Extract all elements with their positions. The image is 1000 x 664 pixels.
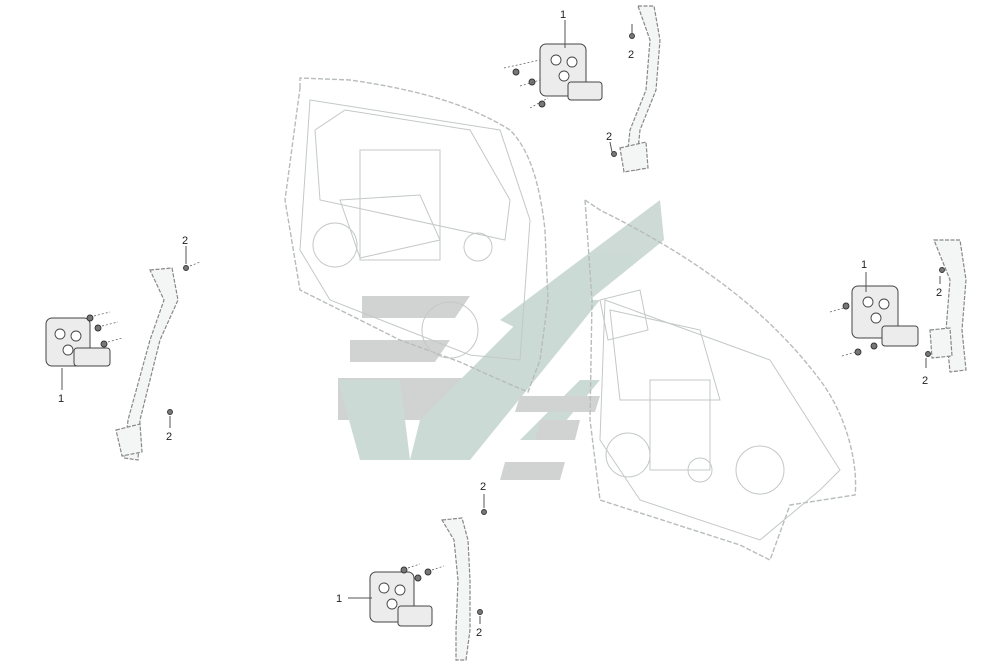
regulator-motor-right xyxy=(851,285,919,347)
front-door-panel xyxy=(284,77,549,393)
regulator-motor-top xyxy=(539,43,603,101)
callout-motor-bottom: 1 xyxy=(336,593,342,605)
bolt-icon xyxy=(414,574,422,582)
regulator-motor-bottom xyxy=(369,571,433,627)
callout-bolt-bottom-a: 2 xyxy=(480,481,486,493)
bolt-icon xyxy=(538,100,546,108)
callout-motor-right: 1 xyxy=(861,259,867,271)
bolt-icon xyxy=(925,351,931,357)
top-regulator-assembly xyxy=(503,5,661,173)
callout-bolt-left-a: 2 xyxy=(182,235,188,247)
bolt-icon xyxy=(629,33,635,39)
callout-bolt-bottom-b: 2 xyxy=(476,627,482,639)
callout-motor-left: 1 xyxy=(58,393,64,405)
bolt-icon xyxy=(854,348,862,356)
bolt-icon xyxy=(400,566,408,574)
callout-motor-top: 1 xyxy=(560,9,566,21)
window-rail-right xyxy=(933,239,967,373)
left-regulator-assembly xyxy=(45,246,201,461)
window-rail-bottom xyxy=(440,517,471,661)
rear-door-panel xyxy=(584,198,857,561)
bolt-icon xyxy=(183,265,189,271)
callout-bolt-left-b: 2 xyxy=(166,431,172,443)
bolt-icon xyxy=(512,68,520,76)
callout-bolt-top-a: 2 xyxy=(628,49,634,61)
watermark-logo xyxy=(338,200,664,480)
bolt-icon xyxy=(481,509,487,515)
callout-bolt-right-b: 2 xyxy=(922,375,928,387)
bolt-icon xyxy=(424,568,432,576)
bottom-regulator-assembly xyxy=(348,494,487,661)
bolt-icon xyxy=(611,151,617,157)
bolt-icon xyxy=(86,314,94,322)
bolt-icon xyxy=(100,340,108,348)
bolt-icon xyxy=(939,267,945,273)
bolt-icon xyxy=(870,342,878,350)
bolt-icon xyxy=(94,324,102,332)
bolt-icon xyxy=(477,609,483,615)
bolt-icon xyxy=(528,78,536,86)
bolt-icon xyxy=(167,409,173,415)
right-regulator-assembly xyxy=(829,239,967,373)
bolt-icon xyxy=(842,302,850,310)
window-rail-left xyxy=(123,267,179,461)
callout-bolt-top-b: 2 xyxy=(606,131,612,143)
callout-bolt-right-a: 2 xyxy=(936,287,942,299)
regulator-motor-left xyxy=(45,317,111,367)
